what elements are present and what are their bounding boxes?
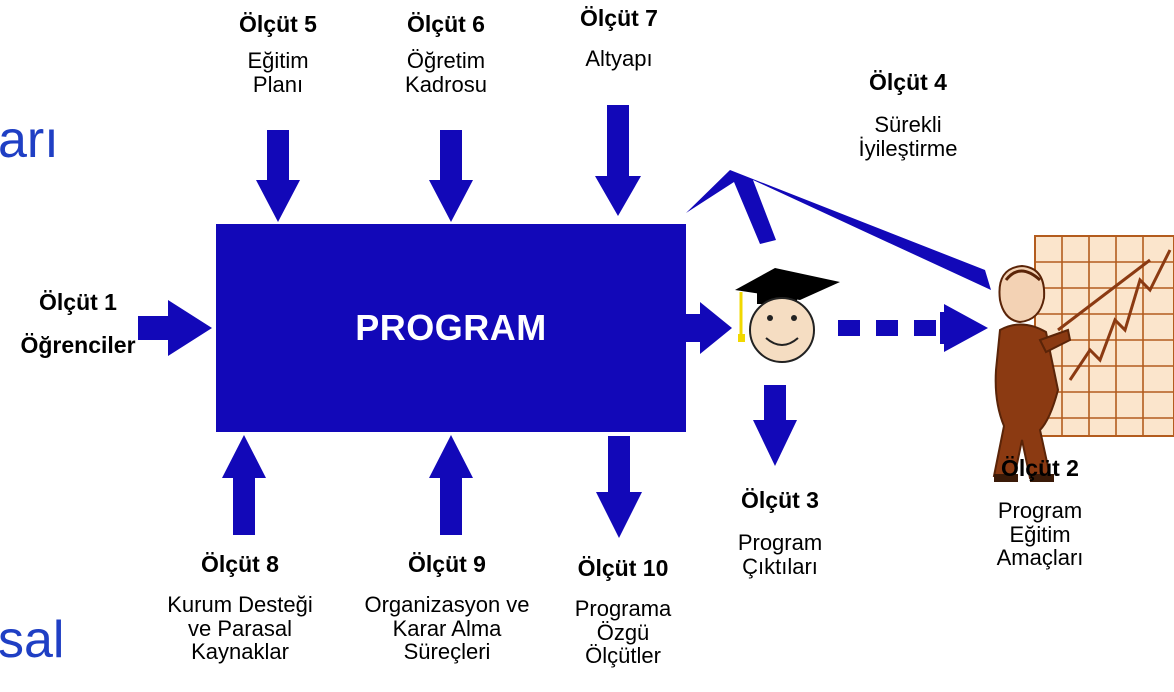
criterion-8-label: Ölçüt 8 Kurum Desteği ve Parasal Kaynakl…: [140, 552, 340, 664]
background-text-fragment-top: arı: [0, 111, 59, 169]
criterion-5-label: Ölçüt 5 Eğitim Planı: [192, 12, 364, 96]
criterion-9-title: Ölçüt 9: [408, 551, 486, 577]
criterion-8-line-1: Kurum Desteği: [167, 591, 313, 617]
criterion-2-label: Ölçüt 2 Program Eğitim Amaçları: [958, 456, 1122, 570]
criterion-8-line-2: ve Parasal: [188, 615, 292, 641]
arrow-criterion-1: [138, 300, 212, 356]
criterion-10-line-2: Özgü: [596, 619, 650, 645]
criterion-10-line-3: Ölçütler: [585, 643, 661, 669]
criterion-2-line-3: Amaçları: [996, 545, 1084, 571]
criterion-2-title: Ölçüt 2: [1001, 455, 1079, 481]
arrow-criterion-6: [429, 130, 473, 222]
criterion-4-line-2: İyileştirme: [858, 135, 958, 161]
criterion-4-label: Ölçüt 4 Sürekli İyileştirme: [822, 70, 994, 160]
criterion-7-line-1: Altyapı: [585, 45, 653, 71]
arrow-criterion-10: [596, 436, 642, 538]
criterion-6-label: Ölçüt 6 Öğretim Kadrosu: [360, 12, 532, 96]
criterion-7-title: Ölçüt 7: [580, 5, 658, 31]
presenter-chart-icon: [992, 235, 1174, 482]
criterion-10-line-1: Programa: [574, 595, 672, 621]
criterion-4-title: Ölçüt 4: [869, 69, 947, 95]
graduate-smiley-icon: [735, 268, 840, 363]
criterion-3-line-2: Çıktıları: [742, 553, 818, 579]
dash-3: [914, 320, 936, 336]
arrow-criterion-4: [686, 170, 991, 290]
criterion-10-title: Ölçüt 10: [577, 555, 669, 581]
program-label: PROGRAM: [355, 307, 547, 348]
arrow-head-to-presenter: [940, 304, 988, 352]
criterion-2-line-1: Program: [997, 497, 1083, 523]
criterion-3-title: Ölçüt 3: [741, 487, 819, 513]
dash-2: [876, 320, 898, 336]
criterion-3-label: Ölçüt 3 Program Çıktıları: [698, 488, 862, 578]
criterion-6-line-2: Kadrosu: [405, 71, 487, 97]
criterion-5-line-1: Eğitim: [247, 47, 309, 73]
arrow-criterion-8: [222, 435, 266, 535]
criterion-2-line-2: Eğitim: [1009, 521, 1071, 547]
criterion-1-line-1: Öğrenciler: [20, 331, 136, 358]
arrow-criterion-5: [256, 130, 300, 222]
criterion-9-label: Ölçüt 9 Organizasyon ve Karar Alma Süreç…: [342, 552, 552, 664]
criterion-9-line-2: Karar Alma: [392, 615, 502, 641]
background-text-fragment-bottom: sal: [0, 611, 65, 669]
criterion-1-label: Ölçüt 1 Öğrenciler: [2, 290, 154, 358]
criterion-5-title: Ölçüt 5: [239, 11, 317, 37]
criterion-7-label: Ölçüt 7 Altyapı: [533, 6, 705, 71]
criterion-9-line-3: Süreçleri: [403, 639, 491, 665]
criterion-6-title: Ölçüt 6: [407, 11, 485, 37]
arrow-criterion-9: [429, 435, 473, 535]
criterion-5-line-2: Planı: [252, 71, 304, 97]
criterion-6-line-1: Öğretim: [406, 47, 486, 73]
criterion-4-line-1: Sürekli: [874, 111, 942, 137]
arrow-program-output: [686, 302, 732, 354]
dash-1: [838, 320, 860, 336]
criterion-9-line-1: Organizasyon ve: [364, 591, 530, 617]
arrow-criterion-3: [753, 385, 797, 466]
criterion-8-title: Ölçüt 8: [201, 551, 279, 577]
criterion-8-line-3: Kaynaklar: [191, 639, 289, 665]
criterion-3-line-1: Program: [737, 529, 823, 555]
arrow-criterion-7: [595, 105, 641, 216]
criterion-1-title: Ölçüt 1: [39, 289, 117, 315]
criterion-10-label: Ölçüt 10 Programa Özgü Ölçütler: [548, 556, 698, 668]
program-box: PROGRAM: [216, 224, 686, 432]
